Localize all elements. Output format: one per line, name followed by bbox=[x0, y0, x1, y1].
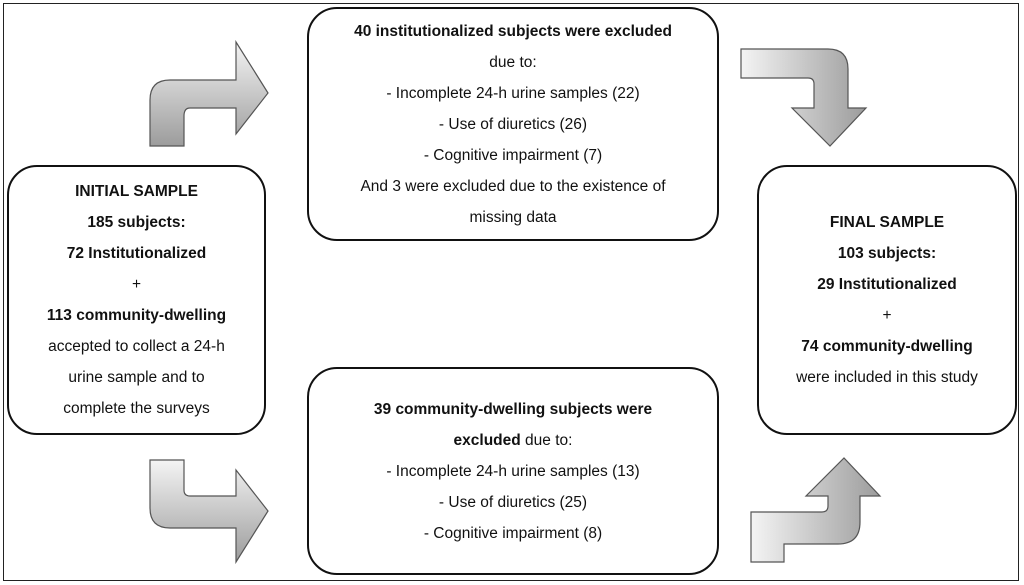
final-institutionalized-count: 29 Institutionalized bbox=[817, 276, 957, 293]
arrow-right-down-icon bbox=[740, 48, 868, 147]
initial-sample-title: INITIAL SAMPLE bbox=[75, 183, 198, 200]
arrow-up-right-icon bbox=[149, 39, 269, 147]
exclusion-reason-item: - Incomplete 24-h urine samples (13) bbox=[386, 462, 640, 480]
final-subjects-count: 103 subjects: bbox=[837, 245, 937, 262]
final-desc-line: were included in this study bbox=[796, 369, 978, 386]
final-sample-title: FINAL SAMPLE bbox=[829, 214, 945, 231]
arrow-down-right-icon bbox=[149, 459, 269, 565]
exclusion-reason-item: - Incomplete 24-h urine samples (22) bbox=[386, 84, 640, 102]
final-sample-box: FINAL SAMPLE 103 subjects: 29 Institutio… bbox=[757, 165, 1017, 435]
final-plus: + bbox=[882, 307, 892, 324]
excluded-community-title: 39 community-dwelling subjects were bbox=[373, 400, 653, 418]
excluded-institutionalized-box: 40 institutionalized subjects were exclu… bbox=[307, 7, 719, 241]
initial-desc-line: urine sample and to bbox=[68, 369, 205, 386]
exclusion-reason-item: - Cognitive impairment (7) bbox=[423, 146, 603, 164]
initial-subjects-count: 185 subjects: bbox=[87, 214, 186, 231]
diagram-frame bbox=[3, 3, 1019, 581]
excluded-missing-data-line: missing data bbox=[469, 208, 557, 226]
initial-institutionalized-count: 72 Institutionalized bbox=[66, 245, 207, 262]
excluded-community-due-text: due to: bbox=[520, 431, 573, 449]
excluded-community-due: excluded due to: bbox=[454, 425, 573, 456]
initial-desc-line: accepted to collect a 24-h bbox=[48, 338, 225, 355]
final-community-count: 74 community-dwelling bbox=[801, 338, 973, 355]
excluded-missing-data-line: And 3 were excluded due to the existence… bbox=[360, 177, 666, 195]
initial-community-count: 113 community-dwelling bbox=[46, 307, 227, 324]
initial-sample-box: INITIAL SAMPLE 185 subjects: 72 Institut… bbox=[7, 165, 266, 435]
initial-plus: + bbox=[131, 276, 142, 293]
excluded-community-title-bold: excluded bbox=[453, 431, 521, 449]
excluded-institutionalized-title: 40 institutionalized subjects were exclu… bbox=[354, 22, 672, 40]
exclusion-reason-item: - Cognitive impairment (8) bbox=[423, 524, 603, 542]
exclusion-reason-item: - Use of diuretics (26) bbox=[438, 115, 588, 133]
excluded-community-box: 39 community-dwelling subjects were excl… bbox=[307, 367, 719, 575]
arrow-right-up-icon bbox=[750, 457, 882, 563]
excluded-institutionalized-due: due to: bbox=[489, 53, 537, 71]
initial-desc-line: complete the surveys bbox=[63, 400, 210, 417]
exclusion-reason-item: - Use of diuretics (25) bbox=[438, 493, 588, 511]
